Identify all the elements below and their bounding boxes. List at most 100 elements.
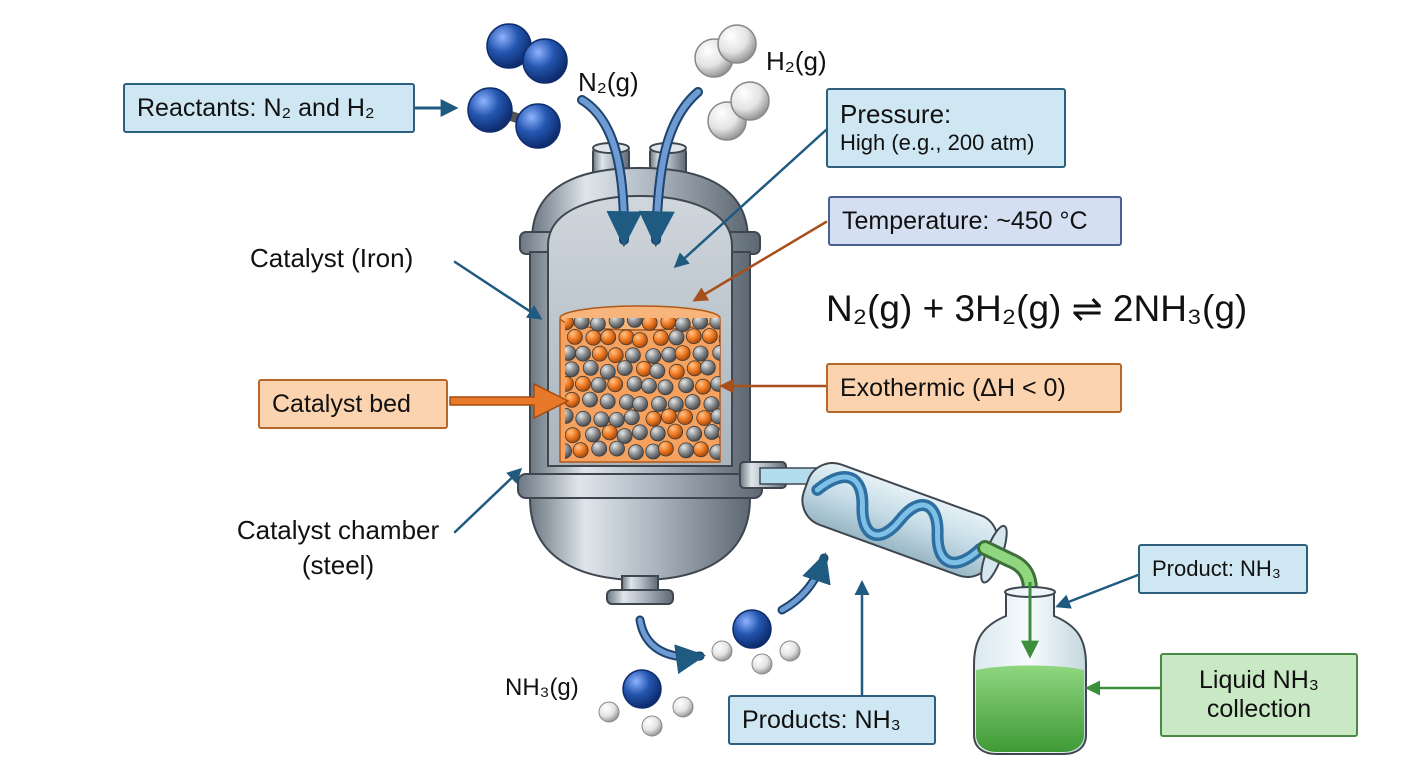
catalyst-pellet [692, 345, 709, 362]
catalyst-pellet [628, 444, 644, 461]
catalyst-pellet [700, 359, 716, 376]
catalyst-pellet [593, 411, 610, 428]
catalyst-pellet [609, 440, 625, 457]
catalyst-pellet [608, 318, 625, 329]
catalyst-pellet [703, 396, 720, 413]
product-box: Product: NH₃ [1138, 544, 1308, 594]
exothermic-box: Exothermic (ΔH < 0) [826, 363, 1122, 413]
products-label: Products: NH₃ [742, 705, 901, 734]
catalyst-pellet [668, 329, 685, 346]
n2-gas-label: N₂(g) [578, 67, 639, 97]
h2-molecule-top [694, 24, 757, 78]
n2-molecule-top [486, 23, 568, 84]
catalyst-pellet [572, 442, 589, 459]
liquid-line2: collection [1206, 695, 1312, 723]
catalyst-pellet [657, 379, 674, 396]
catalyst-pellet [701, 328, 718, 344]
catalyst-chamber-label: Catalyst chamber (steel) [228, 515, 448, 581]
catalyst-pellet [599, 363, 616, 380]
catalyst-pellet [626, 318, 643, 328]
arrows [413, 87, 1162, 697]
catalyst-pellet [616, 428, 633, 444]
catalyst-pellet [668, 363, 685, 380]
catalyst-pellet [616, 360, 633, 377]
catalyst-pellet [692, 318, 708, 330]
catalyst-pellet [641, 377, 657, 394]
catalyst-iron-label: Catalyst (Iron) [250, 243, 414, 273]
nh3-molecule-lower [598, 669, 694, 737]
catalyst-pellet [585, 426, 601, 443]
nh3-molecule-upper [711, 609, 801, 675]
pressure-title: Pressure: [840, 99, 952, 130]
catalyst-pellet [607, 347, 624, 364]
catalyst-pellet [641, 318, 658, 331]
catalyst-pellet [636, 360, 652, 377]
catalyst-pellet [632, 332, 648, 349]
catalyst-pellet [632, 424, 648, 441]
catalyst-pellet [608, 411, 625, 428]
catalyst-pellet [674, 345, 691, 362]
catalyst-pellet [567, 328, 583, 345]
catalyst-pellet [686, 360, 703, 377]
temperature-box: Temperature: ~450 °C [828, 196, 1122, 246]
temperature-label: Temperature: ~450 °C [842, 206, 1088, 235]
catalyst-pellet [651, 396, 667, 412]
catalyst-pellet [601, 424, 618, 441]
collection-flask [973, 582, 1087, 755]
catalyst-pellet [709, 318, 720, 330]
catalyst-pellet [590, 377, 607, 393]
catalyst-pellet [677, 409, 693, 426]
catalyst-pellet [704, 424, 720, 440]
catalyst-pellet [661, 408, 677, 425]
product-label: Product: NH₃ [1152, 556, 1281, 582]
catalyst-bed-box: Catalyst bed [258, 379, 448, 429]
catalyst-pellet [685, 328, 702, 345]
catalyst-pellet [626, 375, 643, 392]
catalyst-pellet [575, 375, 591, 392]
liquid-line1: Liquid NH₃ [1199, 666, 1319, 695]
h2-gas-label: H₂(g) [766, 46, 827, 76]
reactants-box: Reactants: N₂ and H₂ [123, 83, 415, 133]
catalyst-pellet [653, 329, 669, 346]
pressure-value: High (e.g., 200 atm) [840, 130, 1035, 156]
catalyst-pellet [678, 377, 695, 394]
catalyst-pellet [718, 330, 720, 347]
catalyst-pellet [693, 441, 709, 458]
catalyst-pellet [565, 361, 580, 378]
catalyst-pellet [645, 348, 662, 365]
catalyst-pellet [565, 443, 572, 460]
catalyst-bed-label: Catalyst bed [272, 389, 411, 418]
catalyst-pellet [649, 425, 666, 442]
catalyst-pellet [710, 408, 720, 425]
catalyst-pellet [658, 440, 674, 457]
catalyst-pellet [590, 318, 606, 332]
catalyst-pellet [667, 423, 684, 440]
catalyst-pellet [565, 318, 574, 331]
catalyst-pellet [565, 427, 581, 444]
catalyst-pellet [674, 318, 691, 333]
catalyst-pellet [645, 410, 662, 427]
catalyst-pellet [709, 444, 720, 461]
catalyst-pellet [591, 345, 608, 362]
exothermic-label: Exothermic (ΔH < 0) [840, 373, 1066, 402]
catalyst-pellet [582, 359, 599, 376]
catalyst-chamber-line1: Catalyst chamber [236, 515, 440, 545]
catalyst-pellet [661, 346, 678, 363]
products-box: Products: NH₃ [728, 695, 936, 745]
catalyst-pellet [565, 375, 574, 392]
n2-molecule-bonded [467, 87, 561, 149]
catalyst-pellet [585, 329, 602, 346]
h2-molecule-lower [707, 81, 770, 141]
catalyst-pellet [591, 440, 608, 457]
catalyst-pellet [619, 394, 635, 411]
catalyst-chamber-line2: (steel) [301, 550, 375, 581]
liquid-collection-box: Liquid NH₃ collection [1160, 653, 1358, 737]
catalyst-pellet [618, 329, 635, 346]
catalyst-pellet [623, 409, 640, 426]
catalyst-pellet [599, 393, 616, 410]
catalyst-pellet [573, 318, 590, 330]
reaction-equation: N₂(g) + 3H₂(g) ⇌ 2NH₃(g) [826, 288, 1248, 329]
catalyst-pellet [575, 345, 591, 362]
catalyst-pellet [710, 375, 720, 392]
